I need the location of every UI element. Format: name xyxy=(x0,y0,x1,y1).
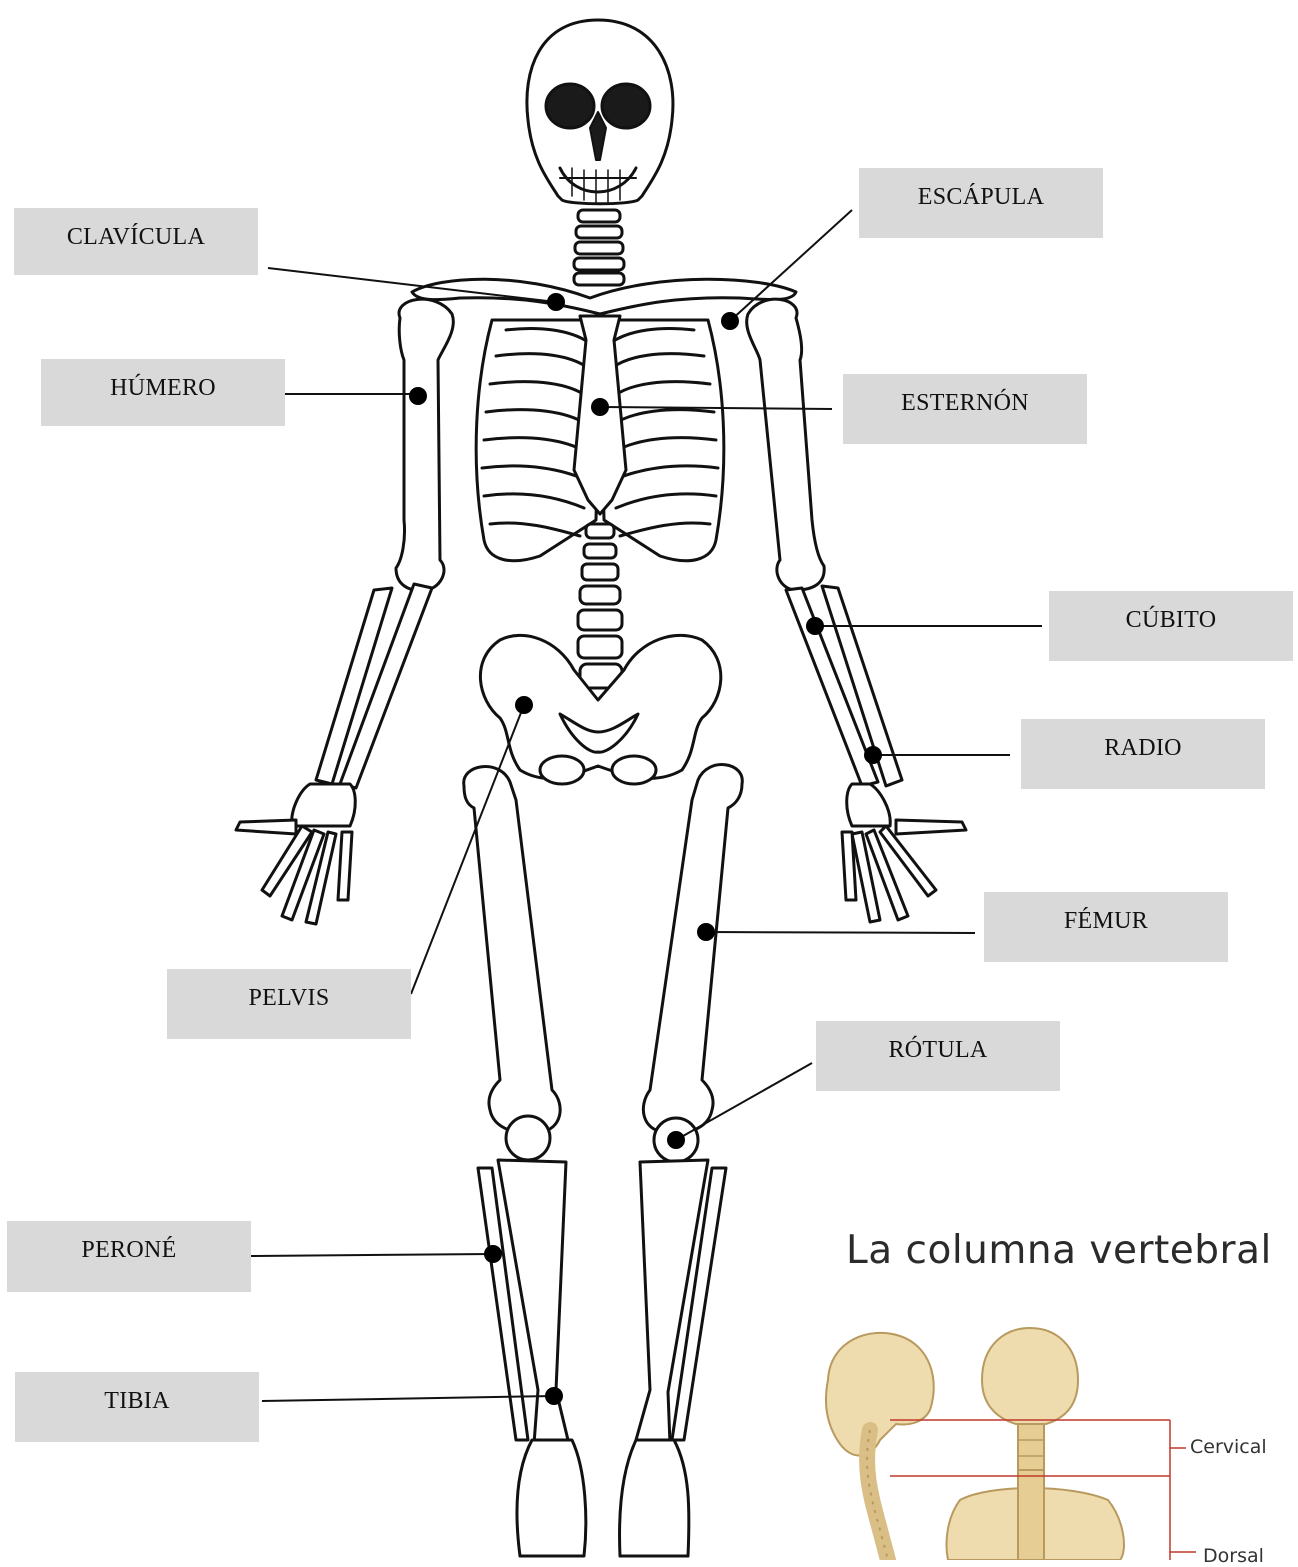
neck-vertebrae xyxy=(574,210,624,285)
spine-label-dorsal: Dorsal xyxy=(1203,1545,1264,1567)
dot-femur xyxy=(697,923,715,941)
label-clavicula: CLAVÍCULA xyxy=(14,208,258,275)
label-pelvis: PELVIS xyxy=(167,969,411,1039)
dot-perone xyxy=(484,1245,502,1263)
label-escapula: ESCÁPULA xyxy=(859,168,1103,238)
dot-escapula xyxy=(721,312,739,330)
dot-humero xyxy=(409,387,427,405)
dot-rotula xyxy=(667,1131,685,1149)
label-humero: HÚMERO xyxy=(41,359,285,426)
dot-radio xyxy=(864,746,882,764)
lower-leg-bones xyxy=(478,1160,726,1444)
lumbar-vertebrae xyxy=(578,524,622,688)
label-tibia: TIBIA xyxy=(15,1372,259,1442)
spine-label-cervical: Cervical xyxy=(1190,1436,1267,1458)
dot-pelvis xyxy=(515,696,533,714)
skull xyxy=(527,20,673,204)
label-rotula: RÓTULA xyxy=(816,1021,1060,1091)
dot-cubito xyxy=(806,617,824,635)
spine-inset-illustration xyxy=(826,1328,1196,1560)
spine-inset-title: La columna vertebral xyxy=(846,1228,1272,1273)
label-perone: PERONÉ xyxy=(7,1221,251,1292)
label-radio: RADIO xyxy=(1021,719,1265,789)
dot-esternon xyxy=(591,398,609,416)
dot-clavicula xyxy=(547,293,565,311)
feet xyxy=(517,1440,689,1556)
label-femur: FÉMUR xyxy=(984,892,1228,962)
hands xyxy=(236,784,966,924)
label-cubito: CÚBITO xyxy=(1049,591,1293,661)
label-esternon: ESTERNÓN xyxy=(843,374,1087,444)
dot-tibia xyxy=(545,1387,563,1405)
femur-bones xyxy=(464,765,743,1134)
